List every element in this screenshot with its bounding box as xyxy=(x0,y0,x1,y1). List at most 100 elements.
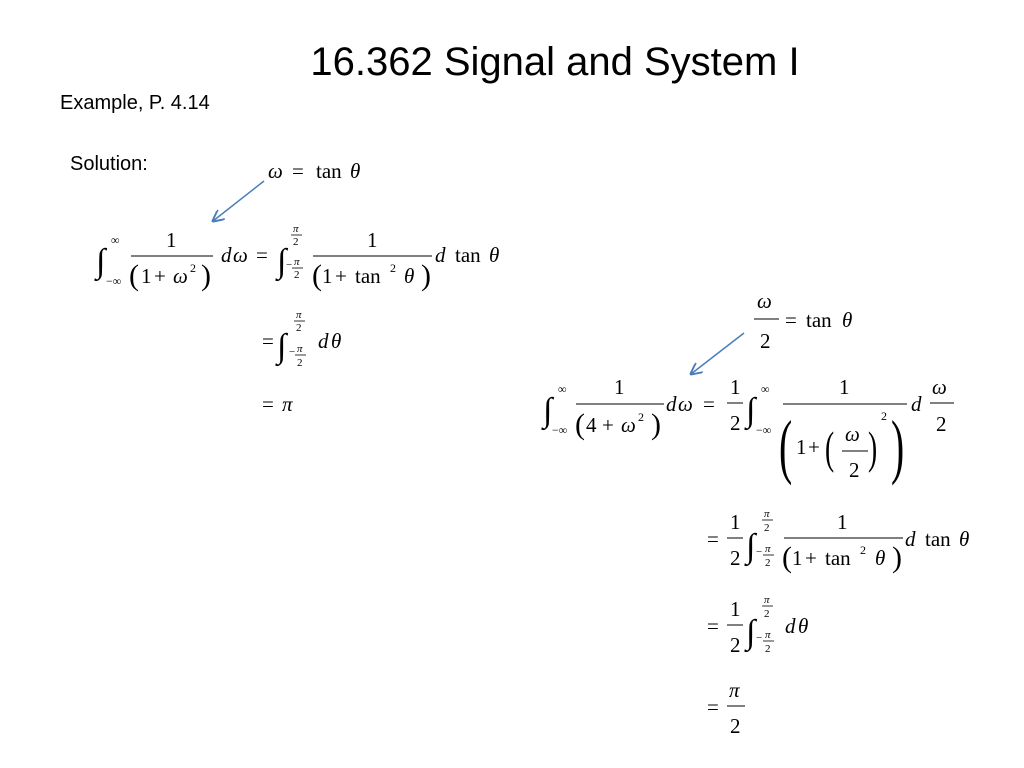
omega-symbol: ω xyxy=(233,243,248,267)
right-paren: ) xyxy=(421,259,431,292)
tan-function: tan xyxy=(825,546,851,570)
theta-symbol: θ xyxy=(489,243,499,267)
omega-symbol: ω xyxy=(932,375,947,399)
integral-sign: ∫ xyxy=(275,328,289,367)
lower-limit-minus: − xyxy=(756,632,762,644)
denominator-one: 1 xyxy=(322,264,333,288)
big-right-paren: ) xyxy=(891,406,904,487)
numerator: 1 xyxy=(837,510,848,534)
equals-sign: = xyxy=(292,159,304,183)
theta-symbol: θ xyxy=(875,546,885,570)
half-numerator: 1 xyxy=(730,375,741,399)
lower-limit-minus: − xyxy=(756,546,762,558)
left-equation-line-1: ∫ ∞ −∞ 1 ( 1 + ω 2 ) d ω = ∫ π 2 − π 2 1… xyxy=(94,223,499,292)
right-paren: ) xyxy=(201,259,211,292)
exponent: 2 xyxy=(190,261,196,275)
left-substitution: ω = tan θ xyxy=(268,159,360,183)
left-paren: ( xyxy=(575,408,585,441)
plus-sign: + xyxy=(808,435,820,459)
upper-limit-pi: π xyxy=(296,309,302,321)
exponent: 2 xyxy=(860,543,866,557)
half-numerator: 1 xyxy=(730,597,741,621)
half-denominator: 2 xyxy=(730,633,741,657)
slide-title: 16.362 Signal and System I xyxy=(310,40,800,84)
differential-d: d xyxy=(666,392,677,416)
numerator: 1 xyxy=(367,228,378,252)
lower-limit-pi: π xyxy=(765,629,771,641)
half-numerator: 1 xyxy=(730,510,741,534)
left-paren: ( xyxy=(782,541,792,574)
equals-sign: = xyxy=(707,527,719,551)
lower-limit: −∞ xyxy=(106,274,121,288)
plus-sign: + xyxy=(154,264,166,288)
big-left-paren: ( xyxy=(779,406,792,487)
lower-limit-two: 2 xyxy=(765,557,771,569)
lower-limit-two: 2 xyxy=(294,269,300,281)
right-equation-line-3: = 1 2 ∫ π 2 − π 2 d θ xyxy=(707,594,808,657)
differential-d: d xyxy=(221,243,232,267)
half-denominator: 2 xyxy=(730,546,741,570)
denominator-one: 1 xyxy=(141,264,152,288)
equals-sign: = xyxy=(262,392,274,416)
differential-d: d xyxy=(905,527,916,551)
differential-d: d xyxy=(435,243,446,267)
omega-symbol: ω xyxy=(268,159,283,183)
lower-limit-two: 2 xyxy=(297,357,303,369)
integral-sign: ∫ xyxy=(94,243,108,282)
numerator: 1 xyxy=(166,228,177,252)
tan-function: tan xyxy=(455,243,481,267)
exponent: 2 xyxy=(390,261,396,275)
upper-limit: ∞ xyxy=(761,382,770,396)
denominator-one: 1 xyxy=(792,546,803,570)
substitution-arrow-left xyxy=(213,180,265,221)
theta-symbol: θ xyxy=(331,329,341,353)
upper-limit-two: 2 xyxy=(296,322,302,334)
left-paren: ( xyxy=(129,259,139,292)
right-substitution: ω 2 = tan θ xyxy=(754,289,852,353)
denominator-four: 4 xyxy=(586,413,597,437)
theta-symbol: θ xyxy=(350,159,360,183)
denominator-two: 2 xyxy=(730,714,741,738)
upper-limit-two: 2 xyxy=(293,236,299,248)
denominator-two: 2 xyxy=(936,412,947,436)
pi-symbol: π xyxy=(729,678,740,702)
equals-sign: = xyxy=(707,614,719,638)
equals-sign: = xyxy=(707,695,719,719)
theta-symbol: θ xyxy=(404,264,414,288)
left-paren: ( xyxy=(312,259,322,292)
upper-limit-pi: π xyxy=(293,223,299,235)
denominator-two: 2 xyxy=(849,458,860,482)
plus-sign: + xyxy=(602,413,614,437)
right-equation-line-2: = 1 2 ∫ π 2 − π 2 1 ( 1 + tan 2 θ ) d ta… xyxy=(707,508,969,574)
left-equation-line-2: = ∫ π 2 − π 2 d θ xyxy=(262,309,341,369)
denominator-two: 2 xyxy=(760,329,771,353)
integral-sign: ∫ xyxy=(275,243,289,282)
example-reference: Example, P. 4.14 xyxy=(60,92,210,114)
inner-right-paren: ) xyxy=(868,423,877,474)
upper-limit: ∞ xyxy=(111,233,120,247)
lower-limit-minus: − xyxy=(289,346,295,358)
upper-limit: ∞ xyxy=(558,382,567,396)
equals-sign: = xyxy=(785,308,797,332)
right-paren: ) xyxy=(892,541,902,574)
lower-limit: −∞ xyxy=(756,423,771,437)
upper-limit-two: 2 xyxy=(764,522,770,534)
lower-limit-pi: π xyxy=(294,256,300,268)
exponent: 2 xyxy=(881,409,887,423)
right-equation-line-4: = π 2 xyxy=(707,678,745,738)
right-paren: ) xyxy=(651,408,661,441)
right-equation-line-1: ∫ ∞ −∞ 1 ( 4 + ω 2 ) d ω = 1 2 ∫ ∞ −∞ 1 … xyxy=(541,375,954,486)
exponent: 2 xyxy=(638,410,644,424)
tan-function: tan xyxy=(806,308,832,332)
numerator: 1 xyxy=(614,375,625,399)
omega-symbol: ω xyxy=(678,392,693,416)
integral-sign: ∫ xyxy=(744,528,758,567)
upper-limit-pi: π xyxy=(764,594,770,606)
lower-limit-minus: − xyxy=(286,259,292,271)
substitution-arrow-right xyxy=(691,332,745,374)
upper-limit-pi: π xyxy=(764,508,770,520)
denominator-one: 1 xyxy=(796,435,807,459)
integral-sign: ∫ xyxy=(541,392,555,431)
differential-d: d xyxy=(911,392,922,416)
